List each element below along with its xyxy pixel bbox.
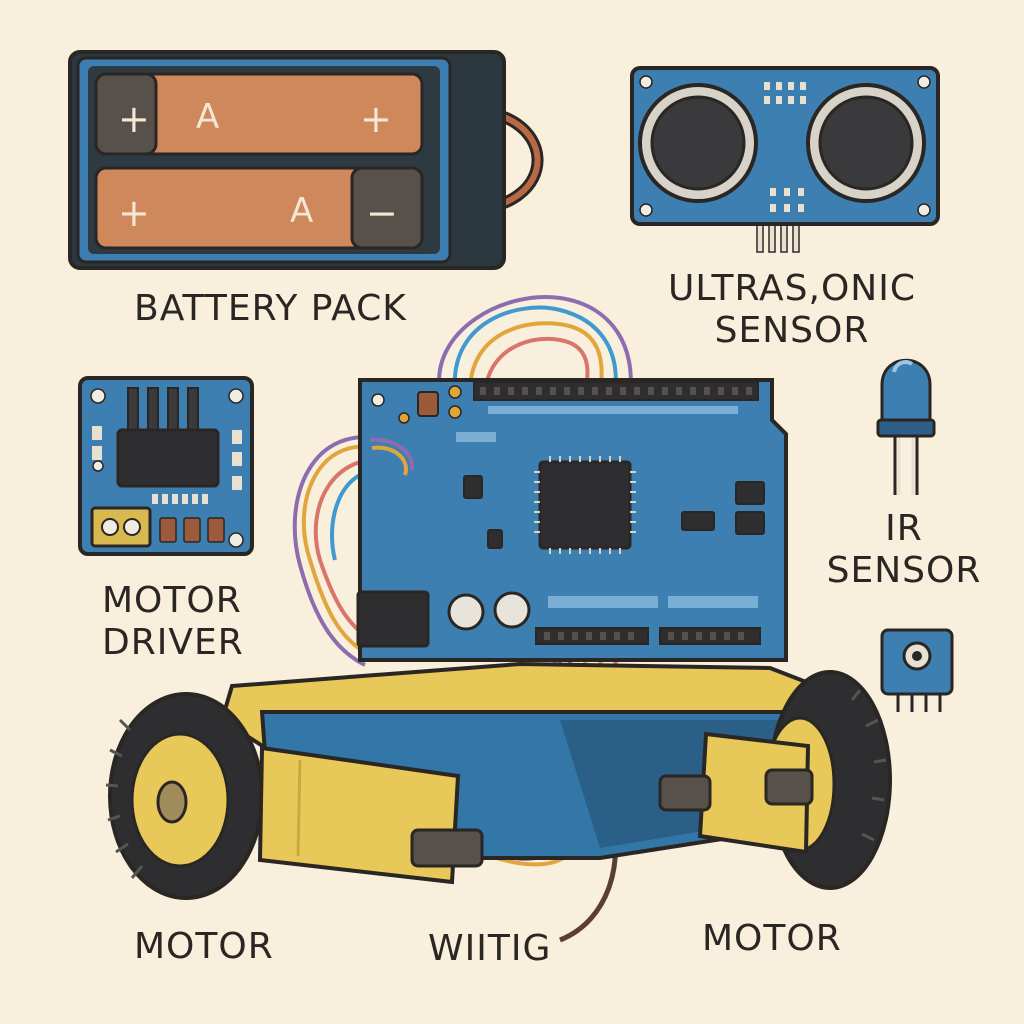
motor-driver-chip bbox=[116, 428, 220, 488]
label-ir-sensor: IR SENSOR bbox=[822, 508, 986, 592]
label-motor-right: MOTOR bbox=[702, 918, 842, 959]
ultrasonic-sensor bbox=[630, 66, 940, 253]
label-motor-left: MOTOR bbox=[134, 926, 274, 967]
capacitor bbox=[493, 591, 531, 629]
battery-cell-letter: A bbox=[196, 97, 219, 137]
battery-minus-mark: − bbox=[366, 191, 398, 235]
label-motor-driver: MOTOR DRIVER bbox=[102, 580, 244, 664]
battery-plus-mark: + bbox=[360, 97, 392, 141]
battery-plus-mark: + bbox=[118, 191, 150, 235]
label-ultrasonic-line1: ULTRAS,ONIC bbox=[668, 268, 916, 309]
right-motor bbox=[658, 731, 814, 855]
small-sensor-module bbox=[880, 628, 954, 712]
capacitor bbox=[447, 593, 485, 631]
terminal-block bbox=[90, 506, 152, 548]
wiring-front bbox=[369, 437, 415, 476]
label-ir-line1: IR bbox=[885, 508, 923, 549]
label-ir-line2: SENSOR bbox=[826, 550, 982, 591]
microcontroller-board bbox=[356, 378, 788, 662]
pin-header-top bbox=[473, 381, 759, 401]
battery-plus-mark: + bbox=[118, 97, 150, 141]
label-ultrasonic-sensor: ULTRAS,ONIC SENSOR bbox=[664, 268, 920, 352]
battery-pack: + A + + A − bbox=[68, 50, 544, 270]
left-wheel bbox=[105, 692, 264, 900]
label-wiring: WIITIG bbox=[428, 928, 552, 969]
power-jack bbox=[356, 590, 430, 648]
ir-sensor bbox=[876, 358, 936, 495]
microcontroller-chip bbox=[534, 456, 636, 554]
label-ultrasonic-line2: SENSOR bbox=[714, 310, 870, 351]
label-battery-pack: BATTERY PACK bbox=[134, 288, 407, 329]
left-motor bbox=[257, 745, 484, 885]
label-motor-driver-line2: DRIVER bbox=[102, 622, 244, 663]
label-motor-driver-line1: MOTOR bbox=[102, 580, 242, 621]
battery-cell-letter: A bbox=[290, 191, 313, 231]
motor-driver-board bbox=[78, 376, 254, 556]
